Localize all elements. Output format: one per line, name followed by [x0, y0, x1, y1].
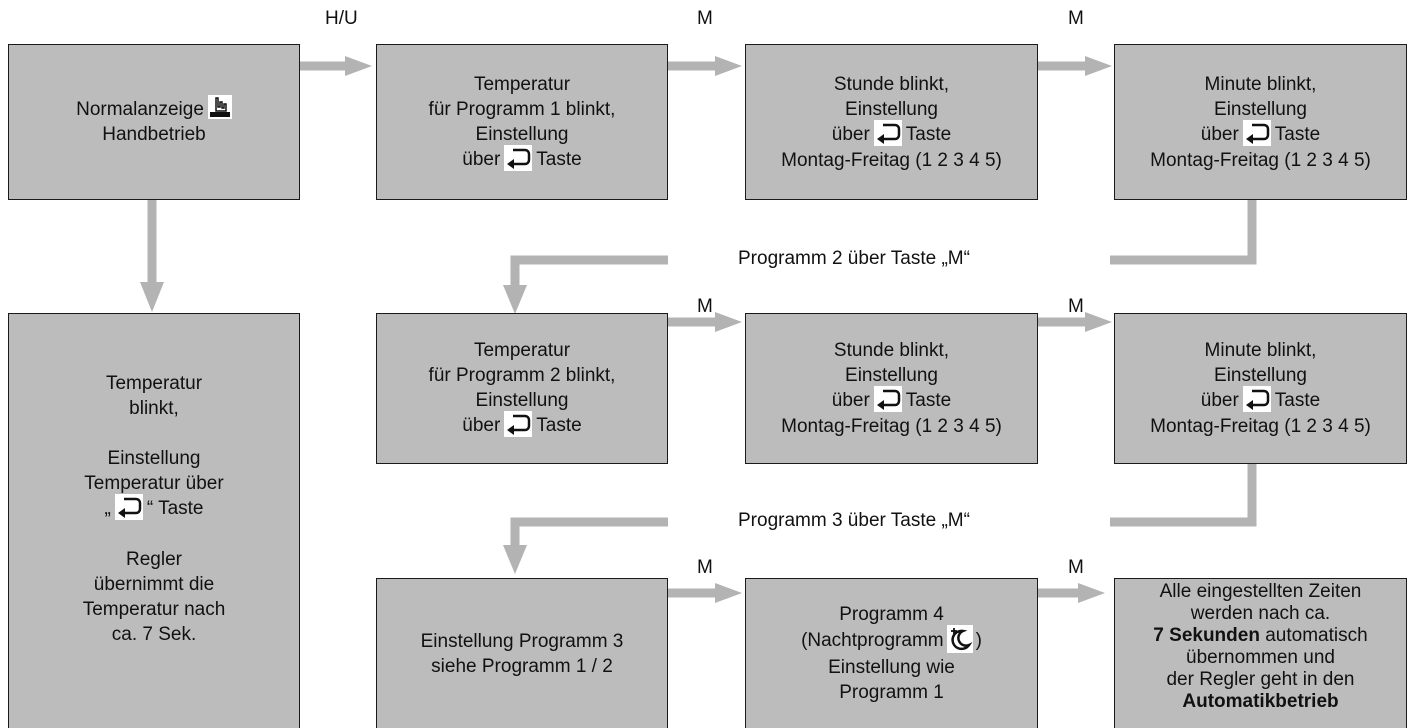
text-line: Einstellung: [1214, 365, 1307, 386]
text-line: Einstellung: [1214, 98, 1307, 120]
return-key-icon: [504, 411, 533, 437]
return-key-icon: [504, 144, 533, 171]
program-2-temperature-box: Temperatur für Programm 2 blinkt, Einste…: [376, 313, 668, 464]
text-line: der Regler geht in den: [1166, 669, 1355, 690]
quote-open: „: [104, 497, 111, 519]
text-line: Montag-Freitag (1 2 3 4 5): [1150, 149, 1371, 171]
text-line: siehe Programm 1 / 2: [431, 655, 613, 677]
text-line: Temperatur: [473, 340, 571, 361]
manual-temperature-box: Temperatur blinkt, Einstellung Temperatu…: [8, 313, 300, 728]
text-line: Programm 4: [839, 604, 944, 625]
program-4-box: Programm 4 (Nachtprogramm) Einstellung w…: [745, 578, 1038, 728]
paren-close: ): [975, 630, 982, 652]
text-line: für Programm 2 blinkt,: [428, 365, 616, 386]
text-line: blinkt,: [129, 397, 179, 419]
text-line: Alle eingestellten Zeiten: [1159, 581, 1362, 602]
ueber-text: über: [1200, 123, 1239, 145]
text-line: übernimmt die: [93, 573, 215, 595]
m-label: M: [1068, 557, 1084, 578]
automatic-mode-box: Alle eingestellten Zeiten werden nach ca…: [1114, 578, 1407, 728]
text-line: Stunde blinkt,: [833, 73, 950, 95]
m-label: M: [1068, 8, 1084, 29]
program-1-hour-box: Stunde blinkt, Einstellung über Taste Mon…: [745, 44, 1038, 200]
text-line: Montag-Freitag (1 2 3 4 5): [781, 416, 1002, 437]
ueber-text: über: [462, 148, 501, 170]
text-line: Temperatur nach: [82, 598, 226, 620]
text-line: Minute blinkt,: [1204, 340, 1317, 361]
text-line: Einstellung: [475, 123, 569, 145]
text-line: Einstellung: [845, 98, 938, 120]
m-label: M: [1068, 296, 1084, 317]
text-line: Minute blinkt,: [1204, 73, 1317, 95]
m-label: M: [697, 557, 713, 578]
return-key-icon: [114, 493, 143, 520]
m-label: M: [697, 8, 713, 29]
taste-text: Taste: [905, 123, 952, 145]
program-2-transition-label: Programm 2 über Taste „M“: [738, 248, 970, 269]
text-line: Einstellung wie: [828, 657, 955, 678]
taste-text: Taste: [1274, 123, 1321, 145]
program-1-temperature-box: Temperatur für Programm 1 blinkt, Einste…: [376, 44, 668, 200]
taste-text: Taste: [536, 415, 582, 437]
taste-text: Taste: [905, 390, 952, 412]
normal-display-text: Normalanzeige: [76, 99, 204, 120]
m-label: M: [697, 296, 713, 317]
ueber-text: über: [831, 123, 870, 145]
taste-text: Taste: [1274, 390, 1321, 412]
text-line: Montag-Freitag (1 2 3 4 5): [781, 149, 1002, 171]
text-line: Temperatur: [473, 73, 571, 95]
manual-mode-text: Handbetrieb: [102, 124, 206, 145]
text-line: Einstellung: [475, 390, 569, 411]
program-3-setting-box: Einstellung Programm 3 siehe Programm 1 …: [376, 578, 668, 728]
program-3-transition-label: Programm 3 über Taste „M“: [738, 510, 970, 531]
text-line: Temperatur: [105, 372, 203, 394]
taste-text: Taste: [536, 148, 582, 170]
return-key-icon: [873, 119, 902, 146]
program-2-hour-box: Stunde blinkt, Einstellung über Taste Mon…: [745, 313, 1038, 464]
moon-icon: [946, 625, 973, 653]
text-line: Programm 1: [839, 682, 944, 703]
return-key-icon: [1242, 386, 1271, 412]
night-program-text: (Nachtprogramm: [801, 630, 944, 652]
automatic-mode-text: Automatikbetrieb: [1182, 691, 1339, 712]
return-key-icon: [1242, 119, 1271, 146]
text-line: ca. 7 Sek.: [111, 623, 197, 645]
text-line: übernommen und: [1186, 647, 1335, 668]
normal-display-box: Normalanzeige Handbetrieb: [8, 44, 300, 200]
text-line: automatisch: [1259, 625, 1368, 646]
hand-icon: [207, 94, 232, 119]
quote-close-taste: “ Taste: [146, 497, 204, 519]
text-line: Temperatur über: [84, 472, 224, 494]
ueber-text: über: [1200, 390, 1239, 412]
text-line: für Programm 1 blinkt,: [428, 98, 616, 120]
seven-seconds-text: 7 Sekunden: [1153, 625, 1260, 646]
ueber-text: über: [831, 390, 870, 412]
text-line: Einstellung: [107, 447, 201, 469]
program-1-minute-box: Minute blinkt, Einstellung über Taste Mon…: [1114, 44, 1407, 200]
text-line: werden nach ca.: [1190, 603, 1331, 624]
return-key-icon: [873, 386, 902, 412]
text-line: Einstellung Programm 3: [420, 630, 624, 652]
text-line: Einstellung: [845, 365, 938, 386]
ueber-text: über: [462, 415, 501, 437]
text-line: Stunde blinkt,: [833, 340, 950, 361]
hu-label: H/U: [325, 8, 358, 29]
text-line: Montag-Freitag (1 2 3 4 5): [1150, 416, 1371, 437]
program-2-minute-box: Minute blinkt, Einstellung über Taste Mon…: [1114, 313, 1407, 464]
text-line: Regler: [126, 548, 182, 570]
